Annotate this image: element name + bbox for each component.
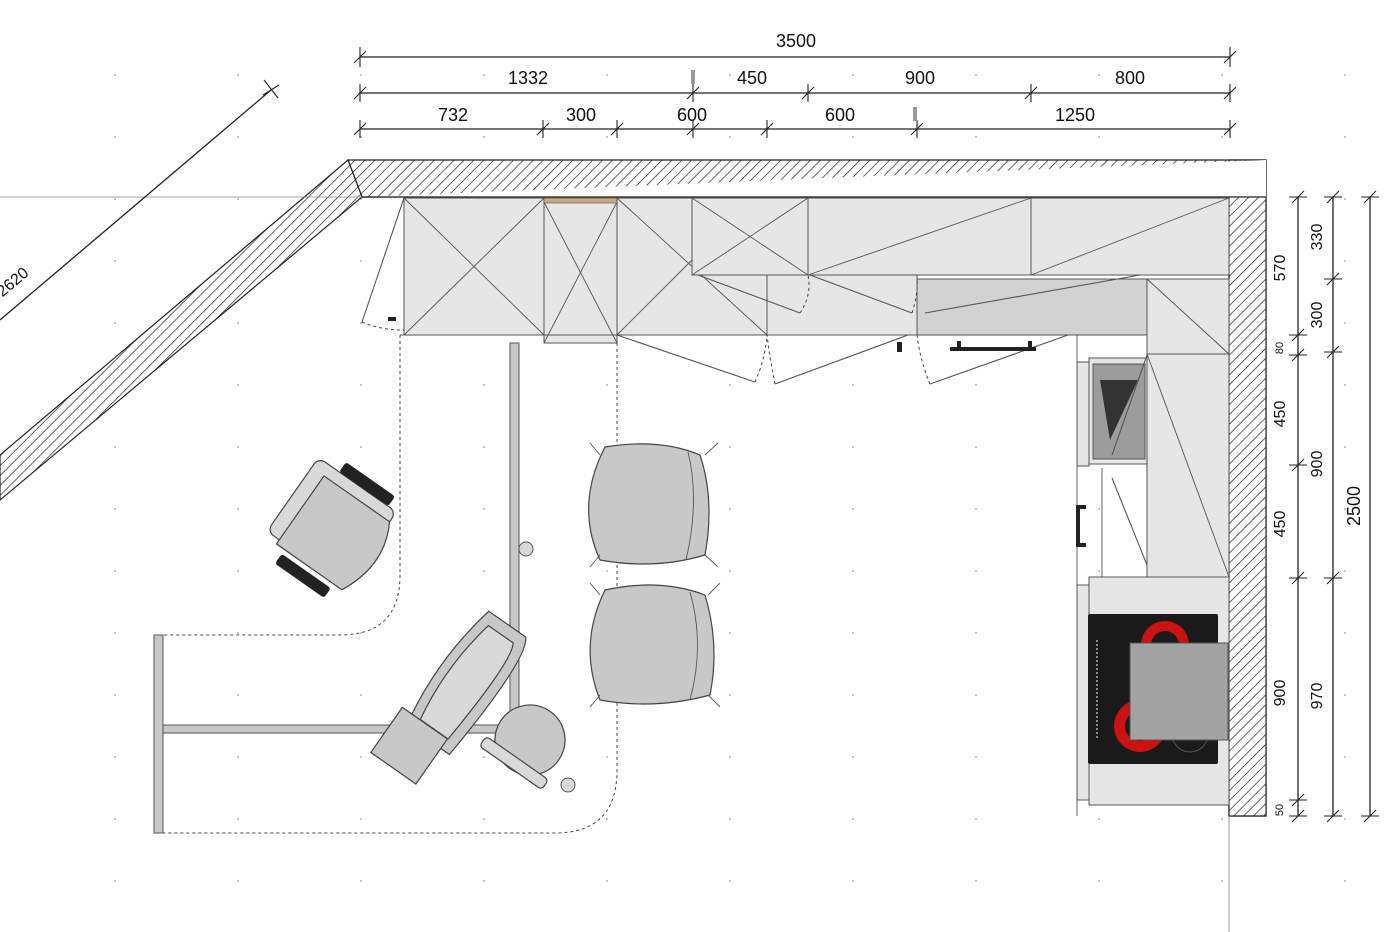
- top-cabinets: [361, 197, 1230, 385]
- dim-right1-a: 570: [1272, 255, 1289, 282]
- dim-overall-right: 2500: [1344, 486, 1364, 526]
- dim-row2-b: 450: [737, 68, 767, 88]
- dim-right1-c: 450: [1272, 401, 1289, 428]
- top-dimensions: 3500 1332 450 900 800 732 300 600 600 12…: [353, 31, 1237, 138]
- dim-row2-a: 1332: [508, 68, 548, 88]
- dim-right2-a: 330: [1309, 224, 1326, 251]
- stool-1: [588, 442, 719, 568]
- dim-row3-c: 600: [677, 105, 707, 125]
- dim-row3-d: 600: [825, 105, 855, 125]
- round-chair: [480, 704, 566, 789]
- dim-overall-top: 3500: [776, 31, 816, 51]
- dining-area: [153, 335, 618, 834]
- dim-right2-b: 300: [1309, 302, 1326, 329]
- dim-diagonal: 2620: [0, 265, 32, 301]
- dim-right2-c: 900: [1309, 451, 1326, 478]
- stool-2: [589, 582, 721, 708]
- dim-right2-d: 970: [1309, 683, 1326, 710]
- dim-right1-f: 50: [1274, 804, 1286, 816]
- dim-row2-c: 900: [905, 68, 935, 88]
- chairs: [269, 442, 721, 789]
- dim-right1-d: 450: [1272, 511, 1289, 538]
- office-chair: [269, 460, 394, 597]
- dim-row2-d: 800: [1115, 68, 1145, 88]
- cooktop: [1088, 614, 1229, 764]
- diagonal-wall: [0, 158, 363, 501]
- dim-row3-e: 1250: [1055, 105, 1095, 125]
- dim-right1-b: 80: [1274, 342, 1286, 354]
- dim-row3-b: 300: [566, 105, 596, 125]
- lounge-chair: [406, 610, 527, 756]
- right-dimensions: 570 80 450 450 900 50 330 300 900 970 25…: [1272, 190, 1379, 823]
- dim-right1-e: 900: [1272, 680, 1289, 707]
- walls: [0, 158, 1267, 932]
- dim-row3-a: 732: [438, 105, 468, 125]
